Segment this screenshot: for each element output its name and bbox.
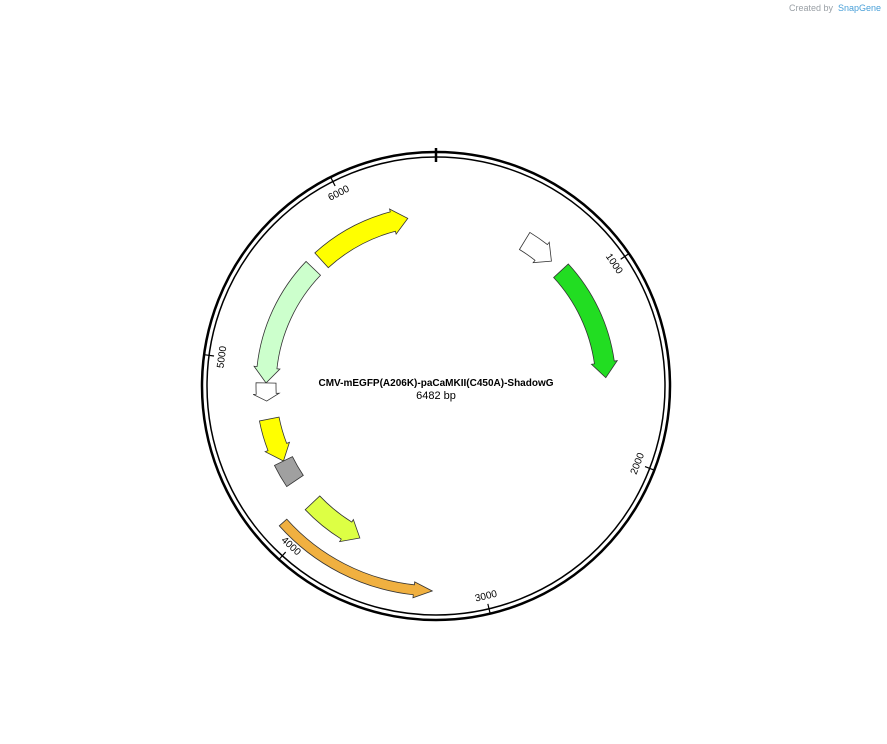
feature-unnamed-8 [278,518,434,599]
tick-label-2000: 2000 [629,451,647,476]
feature-ori [314,208,409,269]
tick-label-5000: 5000 [215,345,229,369]
feature-megfp [553,263,619,379]
plasmid-name: CMV-mEGFP(A206K)-paCaMKII(C450A)-ShadowG [318,378,553,389]
tick-mark-5000 [204,354,215,357]
tick-mark-4000 [278,551,287,560]
features [253,208,619,599]
feature-sv40-poly-a-signal [273,456,304,488]
tick-label-3000: 3000 [474,589,499,605]
feature-ampr [253,260,322,384]
tick-label-1000: 1000 [603,252,625,277]
brand-prefix: Created by [789,3,834,13]
feature-f1-ori [258,416,291,462]
tick-mark-1000 [620,253,630,260]
snapgene-logo: SnapGene [838,3,881,13]
tick-label-6000: 6000 [327,183,352,203]
tick-mark-6000 [330,176,336,187]
tick-mark-3000 [487,603,491,614]
backbone [200,148,672,622]
feature-ampr-promoter [253,382,281,402]
feature-cmv-promoter [518,231,552,264]
plasmid-length: 6482 bp [416,390,456,402]
tick-mark-2000 [644,465,655,471]
feature-vn173 [304,495,361,543]
